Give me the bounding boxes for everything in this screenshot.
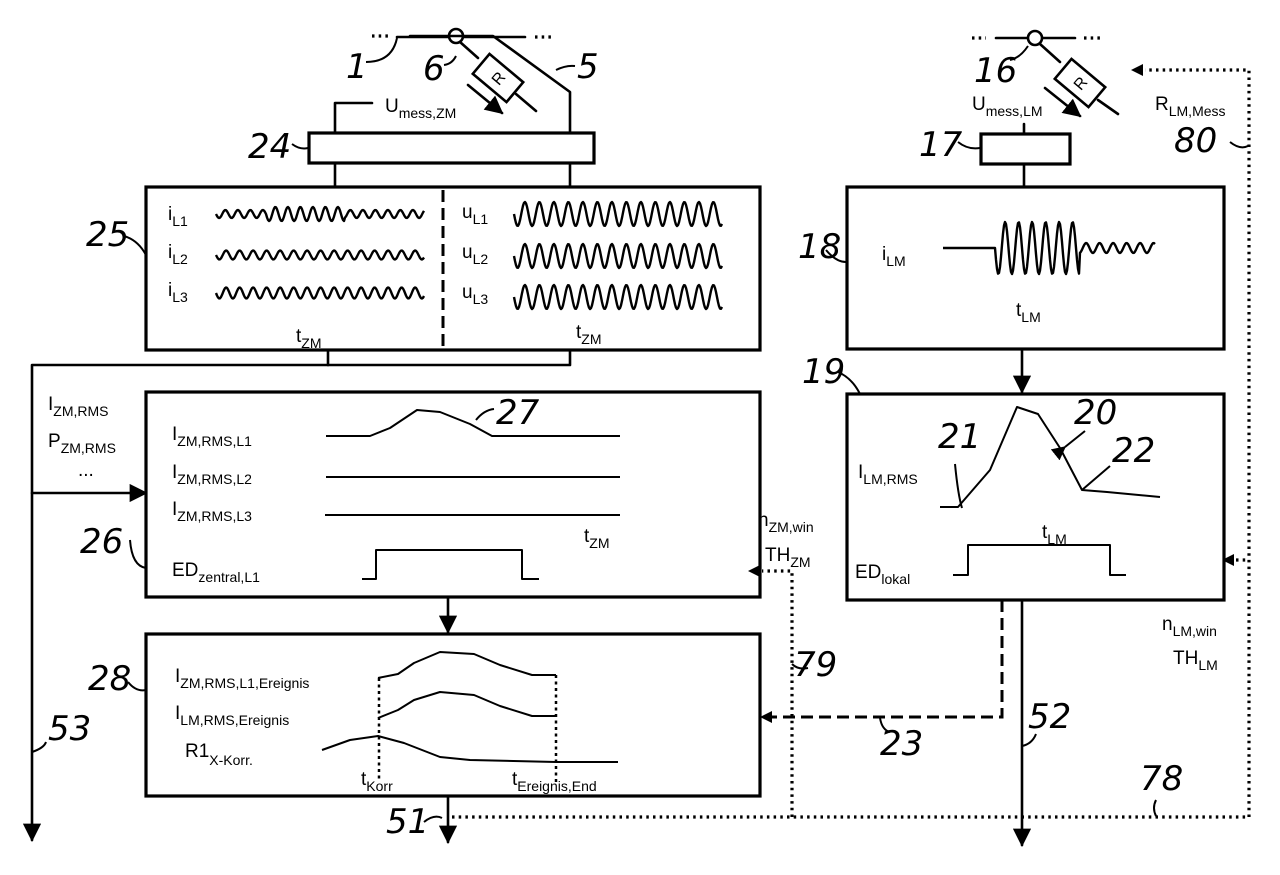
t-korr-label: tKorr xyxy=(361,769,393,794)
svg-text:THZM: THZM xyxy=(765,545,811,570)
svg-text:uL1: uL1 xyxy=(462,202,488,227)
local-current-label: iLM xyxy=(882,244,906,269)
event-transfer-23 xyxy=(770,600,1004,719)
local-raw-block xyxy=(845,185,1226,351)
svg-text:iL1: iL1 xyxy=(168,204,188,229)
current-wave-l2 xyxy=(214,249,425,261)
svg-text:...: ... xyxy=(78,460,94,481)
resistance-line-80 xyxy=(1145,68,1251,817)
central-rms-block xyxy=(144,390,762,599)
svg-text:1: 1 xyxy=(346,47,368,87)
svg-text:EDzentral,L1: EDzentral,L1 xyxy=(172,560,260,585)
local-measuring-unit xyxy=(979,132,1072,166)
voltage-wave-l2 xyxy=(512,242,724,270)
voltage-wave-l1 xyxy=(512,200,724,228)
svg-text:IZM,RMS,L3: IZM,RMS,L3 xyxy=(172,499,252,524)
local-rms-time: tLM xyxy=(1042,522,1067,547)
local-event-label: EDlokal xyxy=(855,562,910,587)
svg-text:IZM,RMS,L1,Ereignis: IZM,RMS,L1,Ereignis xyxy=(175,666,309,691)
current-labels: iL1 iL2 iL3 xyxy=(168,204,188,305)
local-params-labels: nLM,win THLM xyxy=(1162,614,1218,673)
rms-time-label: tZM xyxy=(584,526,610,551)
rms-row-labels: IZM,RMS,L1 IZM,RMS,L2 IZM,RMS,L3 EDzentr… xyxy=(172,424,260,585)
svg-text:IZM,RMS,L1: IZM,RMS,L1 xyxy=(172,424,252,449)
svg-text:27: 27 xyxy=(496,393,540,433)
local-rms-block xyxy=(845,392,1226,602)
local-rms-label: ILM,RMS xyxy=(858,462,918,487)
svg-text:20: 20 xyxy=(1074,393,1117,433)
svg-text:IZM,RMS: IZM,RMS xyxy=(48,394,109,419)
side-input-labels: IZM,RMS PZM,RMS ... xyxy=(48,394,116,481)
svg-text:25: 25 xyxy=(86,215,129,255)
cross-correlation-curve xyxy=(321,735,618,763)
local-rms-curve xyxy=(940,406,1161,508)
central-feeder xyxy=(408,34,572,135)
svg-text:28: 28 xyxy=(88,659,131,699)
svg-text:53: 53 xyxy=(48,709,91,749)
local-busbar xyxy=(972,29,1100,47)
svg-text:nLM,win: nLM,win xyxy=(1162,614,1217,639)
svg-text:26: 26 xyxy=(80,522,123,562)
time-label-voltage: tZM xyxy=(576,322,602,347)
central-measuring-unit xyxy=(307,131,596,165)
current-wave-l3 xyxy=(214,286,426,300)
central-resistor: R xyxy=(458,40,538,115)
svg-text:iL3: iL3 xyxy=(168,280,188,305)
svg-text:THLM: THLM xyxy=(1173,648,1218,673)
event-detection-central xyxy=(362,549,539,580)
local-time-label: tLM xyxy=(1016,300,1041,325)
svg-text:79: 79 xyxy=(794,645,837,685)
svg-text:R1X-Korr.: R1X-Korr. xyxy=(185,741,253,768)
svg-text:iL2: iL2 xyxy=(168,242,188,267)
t-end-label: tEreignis,End xyxy=(512,769,597,794)
local-voltage-label: Umess,LM xyxy=(972,94,1043,119)
central-measure-wire xyxy=(333,101,374,135)
rms-curve-l1 xyxy=(326,409,620,437)
svg-text:17: 17 xyxy=(919,125,963,165)
svg-text:uL2: uL2 xyxy=(462,242,488,267)
svg-text:IZM,RMS,L2: IZM,RMS,L2 xyxy=(172,462,252,487)
corr-curve-local xyxy=(377,691,556,719)
output-53-line xyxy=(22,348,572,842)
svg-text:22: 22 xyxy=(1112,431,1155,471)
reference-numerals: 1 6 5 24 25 26 27 28 53 51 16 17 18 19 2… xyxy=(31,37,1249,842)
param-line-79 xyxy=(762,569,794,817)
svg-text:24: 24 xyxy=(248,127,291,167)
voltage-wave-l3 xyxy=(512,283,724,311)
correlation-block xyxy=(144,632,762,798)
event-detection-local xyxy=(953,544,1126,576)
current-wave-l1 xyxy=(214,205,426,223)
time-label-current: tZM xyxy=(296,326,322,351)
central-params-labels: nZM,win THZM xyxy=(758,510,814,570)
svg-text:51: 51 xyxy=(386,802,429,842)
svg-text:80: 80 xyxy=(1174,121,1217,161)
svg-text:nZM,win: nZM,win xyxy=(758,510,814,535)
svg-text:PZM,RMS: PZM,RMS xyxy=(48,431,116,456)
svg-text:18: 18 xyxy=(798,227,841,267)
correlation-row-labels: IZM,RMS,L1,Ereignis ILM,RMS,Ereignis R1X… xyxy=(175,666,309,768)
corr-curve-central xyxy=(377,651,556,679)
central-voltage-label: Umess,ZM xyxy=(385,96,456,121)
svg-text:ILM,RMS,Ereignis: ILM,RMS,Ereignis xyxy=(175,703,289,728)
svg-text:21: 21 xyxy=(938,417,981,457)
svg-text:52: 52 xyxy=(1028,697,1071,737)
local-resistor: R xyxy=(1038,42,1120,118)
svg-text:6: 6 xyxy=(423,49,445,89)
local-resistance-label: RLM,Mess xyxy=(1155,94,1226,119)
svg-text:5: 5 xyxy=(577,47,599,87)
svg-text:16: 16 xyxy=(974,51,1017,91)
voltage-labels: uL1 uL2 uL3 xyxy=(462,202,488,307)
svg-text:uL3: uL3 xyxy=(462,282,488,307)
local-current-wave xyxy=(943,220,1156,276)
svg-text:78: 78 xyxy=(1140,759,1183,799)
